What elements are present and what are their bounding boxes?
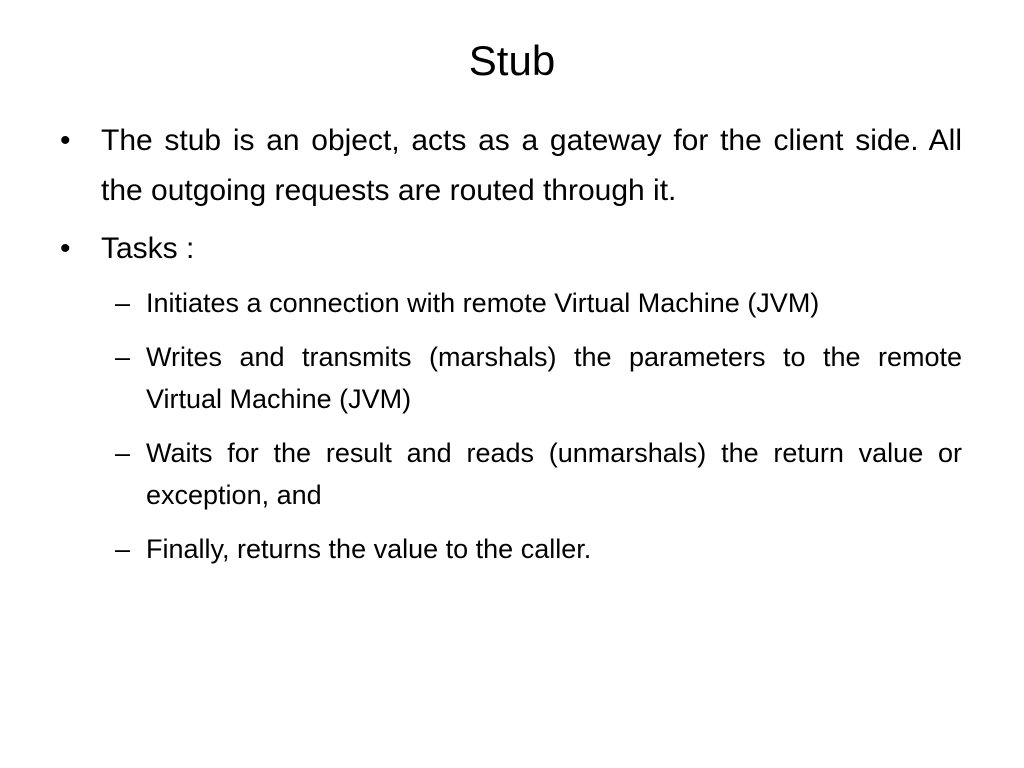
task-text: Writes and transmits (marshals) the para…: [146, 342, 962, 414]
task-text: Initiates a connection with remote Virtu…: [146, 288, 820, 318]
slide-content: • The stub is an object, acts as a gatew…: [60, 116, 962, 582]
dash-marker: –: [115, 342, 131, 372]
bullet-marker: •: [60, 232, 71, 265]
dash-marker: –: [115, 438, 131, 468]
task-item: – Waits for the result and reads (unmars…: [115, 432, 962, 516]
task-item: – Writes and transmits (marshals) the pa…: [115, 336, 962, 420]
task-text: Finally, returns the value to the caller…: [146, 534, 592, 564]
bullet-marker: •: [60, 124, 71, 157]
dash-marker: –: [115, 288, 131, 318]
bullet-item: • Tasks :: [60, 224, 962, 274]
slide-title: Stub: [468, 37, 556, 84]
tasks-list: – Initiates a connection with remote Vir…: [115, 282, 962, 570]
bullet-text: Tasks :: [101, 232, 195, 265]
task-item: – Finally, returns the value to the call…: [115, 528, 962, 570]
task-item: – Initiates a connection with remote Vir…: [115, 282, 962, 324]
dash-marker: –: [115, 534, 131, 564]
bullet-item: • The stub is an object, acts as a gatew…: [60, 116, 962, 216]
bullet-text: The stub is an object, acts as a gateway…: [101, 124, 962, 207]
task-text: Waits for the result and reads (unmarsha…: [146, 438, 962, 510]
